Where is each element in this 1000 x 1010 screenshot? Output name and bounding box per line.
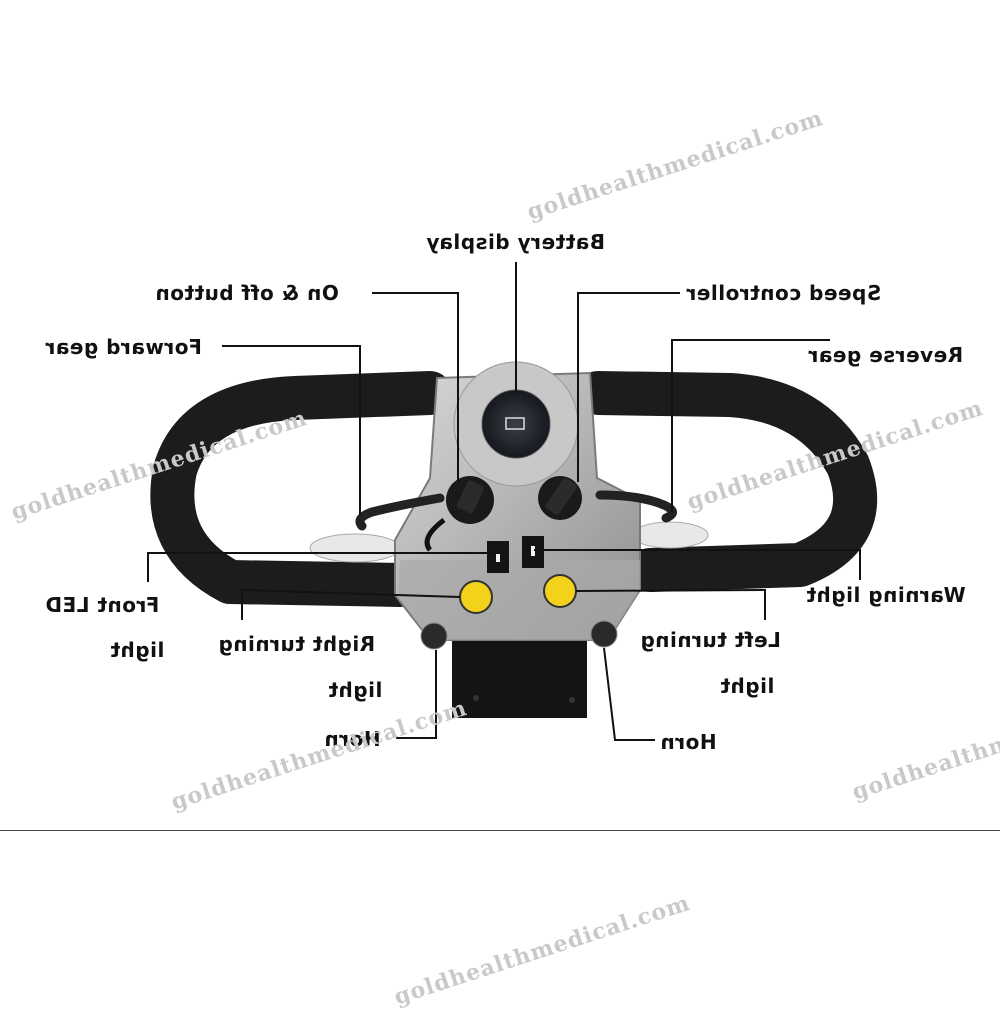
label-right-turning-line2: light	[328, 678, 383, 702]
leader-on-off	[372, 292, 459, 482]
label-left-turning-line1: Left turning	[640, 628, 781, 652]
key-ring	[424, 518, 446, 552]
leader-left-turning	[575, 588, 766, 620]
leader-horn-left	[396, 650, 437, 739]
label-warning-light: Warning light	[806, 583, 966, 607]
label-speed-controller: Speed controller	[686, 281, 882, 305]
horn-button-left	[420, 622, 448, 650]
reverse-gear-lever	[595, 490, 677, 523]
left-light-housing	[309, 533, 401, 563]
left-turn-button	[543, 574, 577, 608]
left-grip	[150, 371, 452, 607]
battery-icon	[505, 417, 525, 430]
right-turn-button	[459, 580, 493, 614]
leader-warning	[534, 549, 861, 580]
right-grip	[576, 371, 878, 592]
on-off-key-tab	[456, 480, 484, 514]
divider-line	[0, 830, 1000, 831]
forward-gear-lever	[355, 493, 445, 531]
label-left-turning-line2: light	[720, 674, 775, 698]
leader-forward	[222, 345, 361, 515]
battery-display-dial	[481, 389, 551, 459]
label-reverse-gear: Reverse gear	[808, 343, 964, 367]
leader-lines	[147, 262, 861, 741]
speed-knob-grip	[545, 478, 577, 515]
stem-screw	[473, 695, 479, 701]
label-front-led-line2: light	[110, 638, 165, 662]
label-front-led-line1: Front LED	[45, 593, 160, 617]
warning-light-switch-mark	[531, 546, 535, 556]
right-light-housing	[631, 521, 709, 549]
label-right-turning-line1: Right turning	[218, 632, 376, 656]
label-battery-display: Battery display	[426, 230, 605, 254]
leader-front-led	[147, 552, 500, 582]
leader-right-turning	[241, 588, 461, 620]
panel-lower-face	[398, 560, 640, 640]
stem-screw	[569, 697, 575, 703]
label-on-off-button: On & off button	[155, 281, 339, 305]
label-horn-right: Horn	[660, 730, 717, 754]
horn-button-right	[590, 620, 618, 648]
front-led-switch-mark	[496, 552, 500, 562]
leader-reverse	[671, 339, 830, 512]
leader-horn-right	[603, 647, 655, 741]
label-forward-gear: Forward gear	[45, 335, 202, 359]
leader-speed	[577, 292, 680, 482]
steering-column	[452, 640, 587, 718]
